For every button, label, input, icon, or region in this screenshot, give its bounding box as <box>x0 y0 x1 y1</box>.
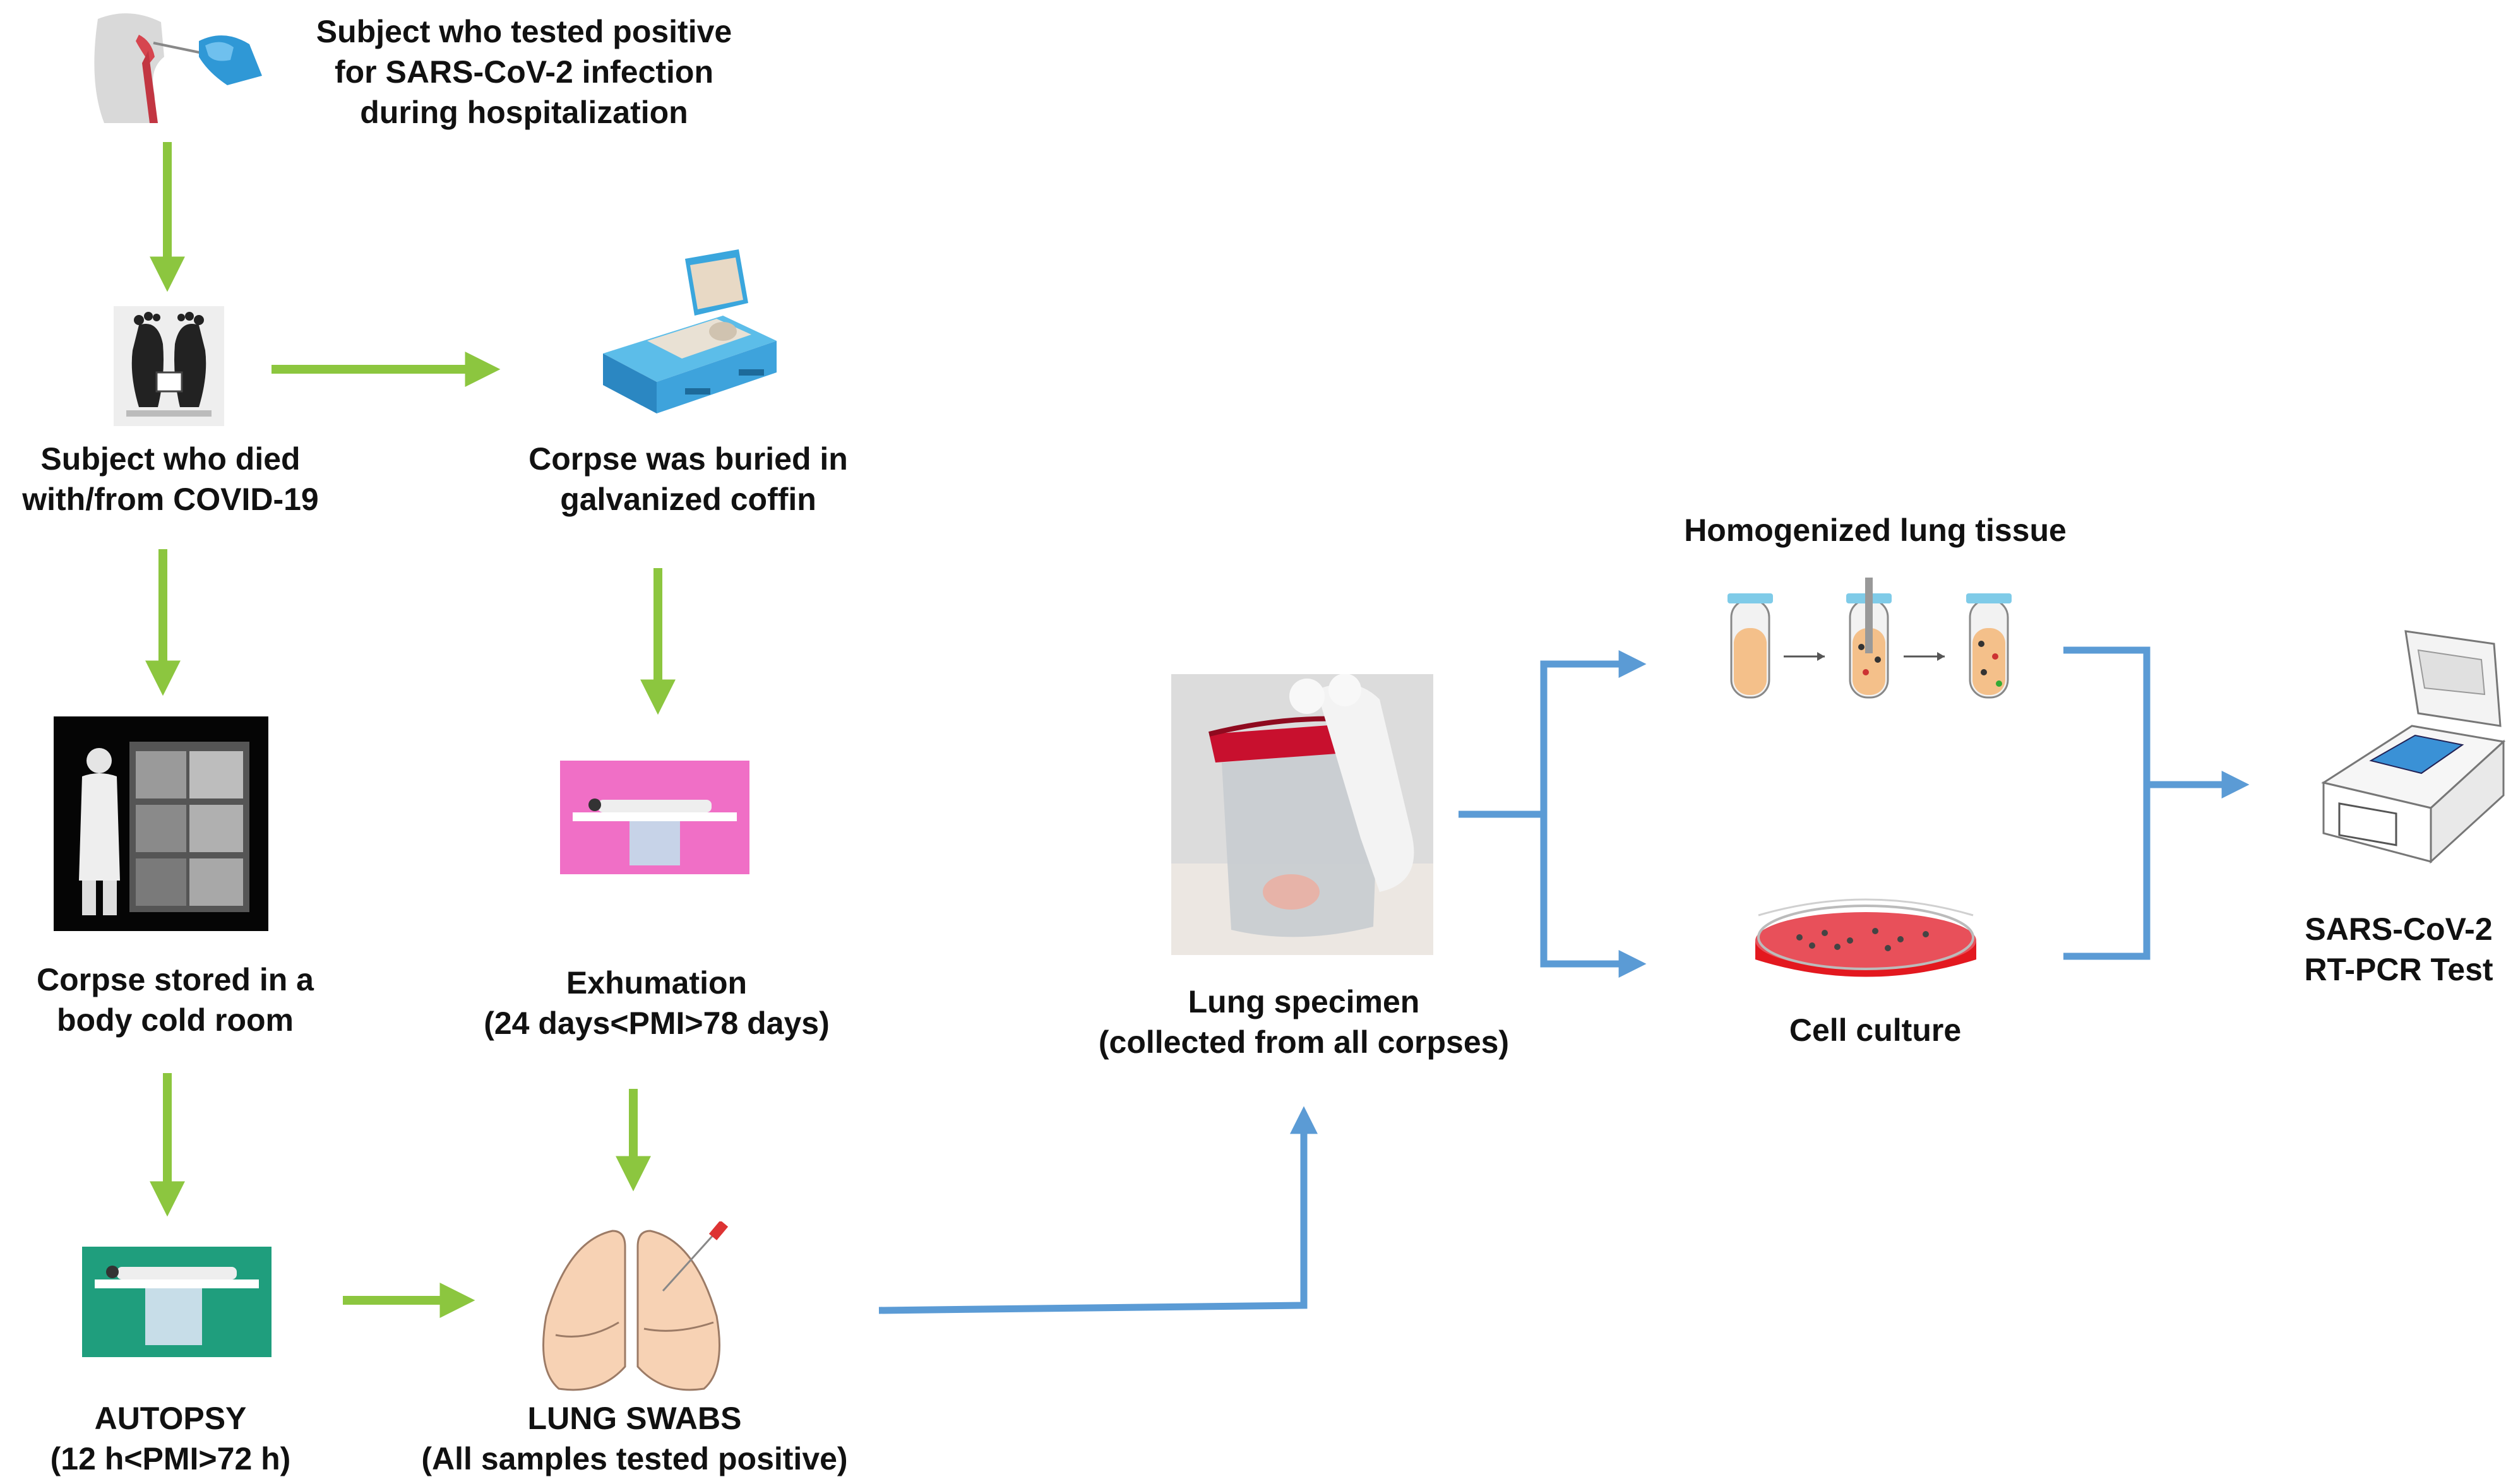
morgue-cold-room-photo <box>54 716 268 931</box>
buried-label: Corpse was buried in galvanized coffin <box>467 439 909 519</box>
label-line: galvanized coffin <box>560 482 816 517</box>
pcr-machine-icon <box>2321 630 2506 864</box>
nasal-swab-icon <box>94 13 262 123</box>
label-line: AUTOPSY <box>94 1401 247 1436</box>
cold-room-label: Corpse stored in a body cold room <box>0 959 350 1040</box>
green-arrows <box>145 142 676 1318</box>
coffin-icon <box>603 249 777 413</box>
label-line: Subject who tested positive <box>316 14 732 49</box>
label-line: SARS-CoV-2 <box>2305 911 2493 947</box>
homogenized-label: Homogenized lung tissue <box>1642 510 2109 550</box>
label-line: Corpse stored in a <box>37 962 314 997</box>
label-line: (All samples tested positive) <box>421 1441 848 1476</box>
petri-dish-icon <box>1755 898 1976 977</box>
arrow-swabs-to-specimen <box>878 1106 1318 1314</box>
label-line: for SARS-CoV-2 infection <box>334 54 714 90</box>
lungs-swab-icon <box>542 1221 729 1391</box>
branch-to-homogenized <box>1540 650 1647 963</box>
label-line: (12 h<PMI>72 h) <box>50 1441 291 1476</box>
positive-subject-label: Subject who tested positive for SARS-CoV… <box>278 11 770 133</box>
test-tubes-icon <box>1727 578 2012 699</box>
lung-specimen-label: Lung specimen (collected from all corpse… <box>1073 982 1534 1062</box>
label-line: during hospitalization <box>360 95 688 130</box>
label-line: Homogenized lung tissue <box>1684 513 2067 548</box>
label-line: Subject who died <box>40 441 301 477</box>
branch-to-cell-culture <box>1540 814 1647 978</box>
label-line: Lung specimen <box>1188 984 1420 1019</box>
label-line: LUNG SWABS <box>527 1401 742 1436</box>
blue-arrows <box>878 646 2250 1314</box>
merge-homogenized <box>2063 646 2151 960</box>
label-line: with/from COVID-19 <box>22 482 319 517</box>
feet-toe-tag-icon <box>114 306 224 426</box>
exhumation-label: Exhumation (24 days<PMI>78 days) <box>442 963 871 1043</box>
autopsy-label: AUTOPSY (12 h<PMI>72 h) <box>19 1398 322 1479</box>
specimen-jar-photo <box>1171 674 1433 955</box>
label-line: Exhumation <box>566 965 748 1000</box>
label-line: (24 days<PMI>78 days) <box>484 1006 830 1041</box>
autopsy-table-icon <box>82 1247 271 1357</box>
exhumation-table-icon <box>560 761 749 874</box>
lung-swabs-label: LUNG SWABS (All samples tested positive) <box>391 1398 878 1479</box>
label-line: body cold room <box>57 1002 294 1038</box>
label-line: RT-PCR Test <box>2304 952 2493 987</box>
label-line: Corpse was buried in <box>528 441 848 477</box>
label-line: Cell culture <box>1789 1012 1962 1048</box>
cell-culture-label: Cell culture <box>1717 1010 2033 1050</box>
died-subject-label: Subject who died with/from COVID-19 <box>0 439 341 519</box>
label-line: (collected from all corpses) <box>1098 1024 1510 1060</box>
rt-pcr-label: SARS-CoV-2 RT-PCR Test <box>2279 909 2518 990</box>
